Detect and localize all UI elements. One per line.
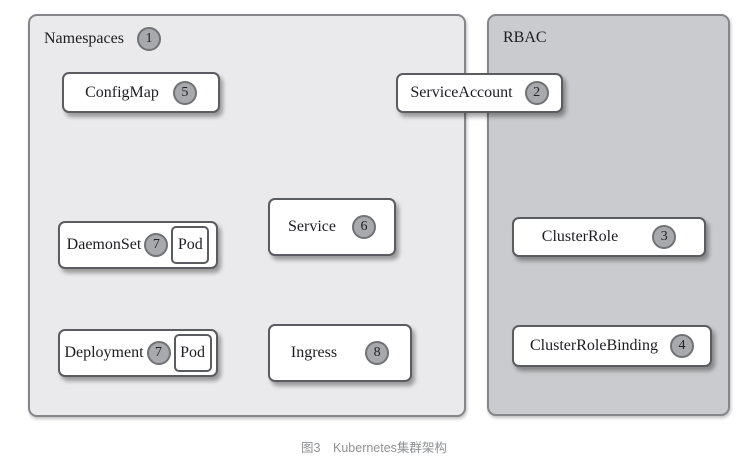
deployment-number-badge: 7 <box>146 341 171 365</box>
clusterrolebinding-node: ClusterRoleBinding 4 <box>512 325 712 367</box>
serviceaccount-node: ServiceAccount 2 <box>396 73 563 113</box>
ingress-node: Ingress 8 <box>268 324 412 382</box>
configmap-node: ConfigMap 5 <box>62 72 220 113</box>
deployment-node: Deployment 7 Pod <box>58 329 218 377</box>
daemonset-node: DaemonSet 7 Pod <box>58 221 218 269</box>
configmap-label: ConfigMap <box>85 83 159 101</box>
daemonset-pod-node: Pod <box>171 226 210 264</box>
clusterrole-number-badge: 3 <box>652 225 677 249</box>
clusterrolebinding-label: ClusterRoleBinding <box>530 337 658 354</box>
deployment-label: Deployment <box>64 344 144 361</box>
ingress-number-badge: 8 <box>365 341 390 365</box>
service-label: Service <box>288 218 336 235</box>
clusterrole-node: ClusterRole 3 <box>512 217 706 257</box>
ingress-label: Ingress <box>290 344 338 361</box>
clusterrolebinding-number-badge: 4 <box>670 334 694 358</box>
daemonset-label: DaemonSet <box>66 236 142 253</box>
namespaces-panel-label: Namespaces <box>44 30 124 47</box>
serviceaccount-number-badge: 2 <box>524 81 549 105</box>
rbac-panel-header: RBAC <box>503 29 547 47</box>
service-node: Service 6 <box>268 198 396 256</box>
namespaces-panel-header: Namespaces 1 <box>44 27 161 51</box>
figure-caption: 图3 Kubernetes集群架构 <box>301 441 447 455</box>
clusterrole-label: ClusterRole <box>541 228 619 245</box>
namespaces-number-badge: 1 <box>136 27 161 51</box>
daemonset-number-badge: 7 <box>144 233 169 257</box>
rbac-panel-label: RBAC <box>503 29 547 46</box>
deployment-pod-node: Pod <box>173 334 212 372</box>
configmap-number-badge: 5 <box>172 80 197 105</box>
service-number-badge: 6 <box>351 215 376 239</box>
serviceaccount-label: ServiceAccount <box>410 84 513 101</box>
